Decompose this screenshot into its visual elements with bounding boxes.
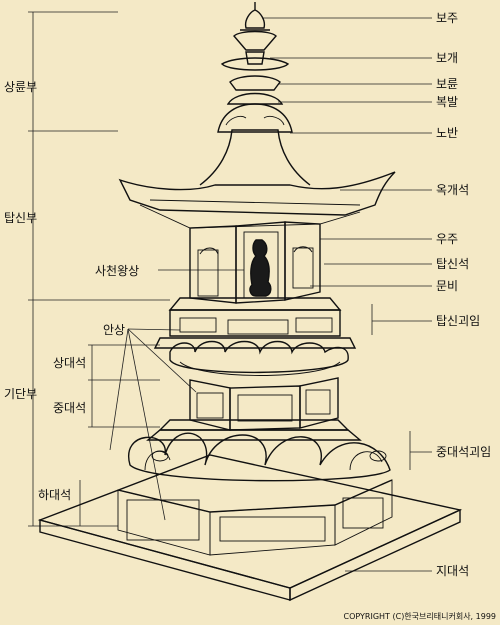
label-tapsin-goeim: 탑신괴임 (436, 314, 481, 328)
label-jungdaeseok-goeim: 중대석괴임 (436, 445, 492, 459)
label-sangryunbu: 상륜부 (4, 80, 38, 94)
label-boju: 보주 (436, 11, 459, 25)
label-okgaeseok: 옥개석 (436, 183, 470, 197)
label-gidanbu: 기단부 (4, 387, 38, 401)
label-hadaeseok: 하대석 (38, 488, 72, 502)
label-sangdaeseok: 상대석 (53, 356, 87, 370)
label-jungdaeseok: 중대석 (53, 401, 87, 415)
label-noban: 노반 (436, 126, 459, 140)
label-sacheonwangsang: 사천왕상 (95, 264, 140, 278)
left-brackets (28, 11, 170, 527)
label-ansang: 안상 (103, 323, 126, 337)
label-bokbal: 복발 (436, 95, 459, 109)
label-uju: 우주 (436, 232, 459, 246)
label-tapsinseok: 탑신석 (436, 257, 470, 271)
label-boryun: 보륜 (436, 77, 459, 91)
copyright-notice: COPYRIGHT (C)한국브리태니커회사, 1999 (343, 612, 497, 621)
label-tapsinbu: 탑신부 (4, 211, 38, 225)
right-leaders (109, 17, 432, 572)
label-munbi: 문비 (436, 279, 459, 293)
pagoda-drawing (37, 2, 463, 602)
label-jidaeseok: 지대석 (436, 564, 470, 578)
label-bogae: 보개 (436, 51, 459, 65)
